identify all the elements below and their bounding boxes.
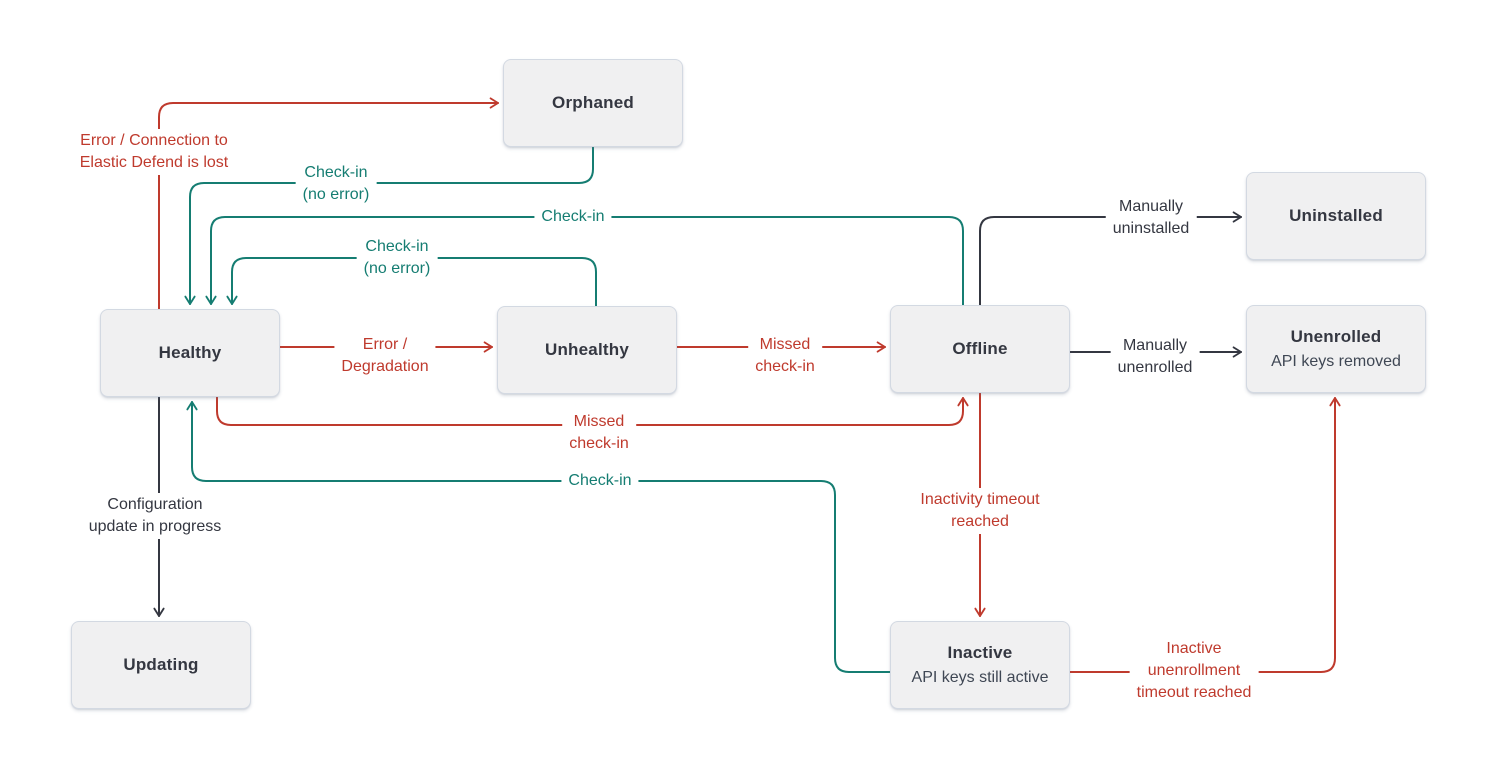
state-node-title-unhealthy: Unhealthy	[545, 340, 629, 359]
state-node-uninstalled: Uninstalled	[1246, 172, 1426, 260]
state-node-title-uninstalled: Uninstalled	[1289, 206, 1383, 225]
edge-offline-to-uninstalled	[979, 211, 1242, 306]
state-node-subtitle-inactive: API keys still active	[911, 669, 1049, 686]
state-node-title-unenrolled: Unenrolled	[1290, 327, 1382, 346]
edge-offline-to-healthy	[205, 216, 964, 306]
state-node-title-inactive: Inactive	[947, 643, 1013, 662]
state-node-offline: Offline	[890, 305, 1070, 393]
edge-label-inactive-to-healthy: Check-in	[561, 469, 639, 493]
state-node-updating: Updating	[71, 621, 251, 709]
state-node-healthy: Healthy	[100, 309, 280, 397]
state-node-title-healthy: Healthy	[158, 343, 222, 362]
edge-inactive-to-unenrolled	[1067, 397, 1341, 673]
state-node-title-updating: Updating	[123, 655, 199, 674]
state-node-subtitle-unenrolled: API keys removed	[1271, 353, 1401, 370]
state-node-title-offline: Offline	[952, 339, 1008, 358]
edge-label-unhealthy-to-healthy: Check-in(no error)	[356, 235, 438, 281]
edge-healthy-to-orphaned	[158, 97, 499, 310]
state-node-orphaned: Orphaned	[503, 59, 683, 147]
edge-orphaned-to-healthy	[184, 146, 594, 305]
edge-label-healthy-to-unhealthy: Error /Degradation	[334, 333, 436, 379]
edge-inactive-to-healthy	[186, 401, 891, 673]
state-node-title-orphaned: Orphaned	[552, 93, 634, 112]
state-node-unhealthy: Unhealthy	[497, 306, 677, 394]
edge-label-orphaned-to-healthy: Check-in(no error)	[295, 161, 377, 207]
edge-label-offline-to-healthy: Check-in	[534, 205, 612, 229]
